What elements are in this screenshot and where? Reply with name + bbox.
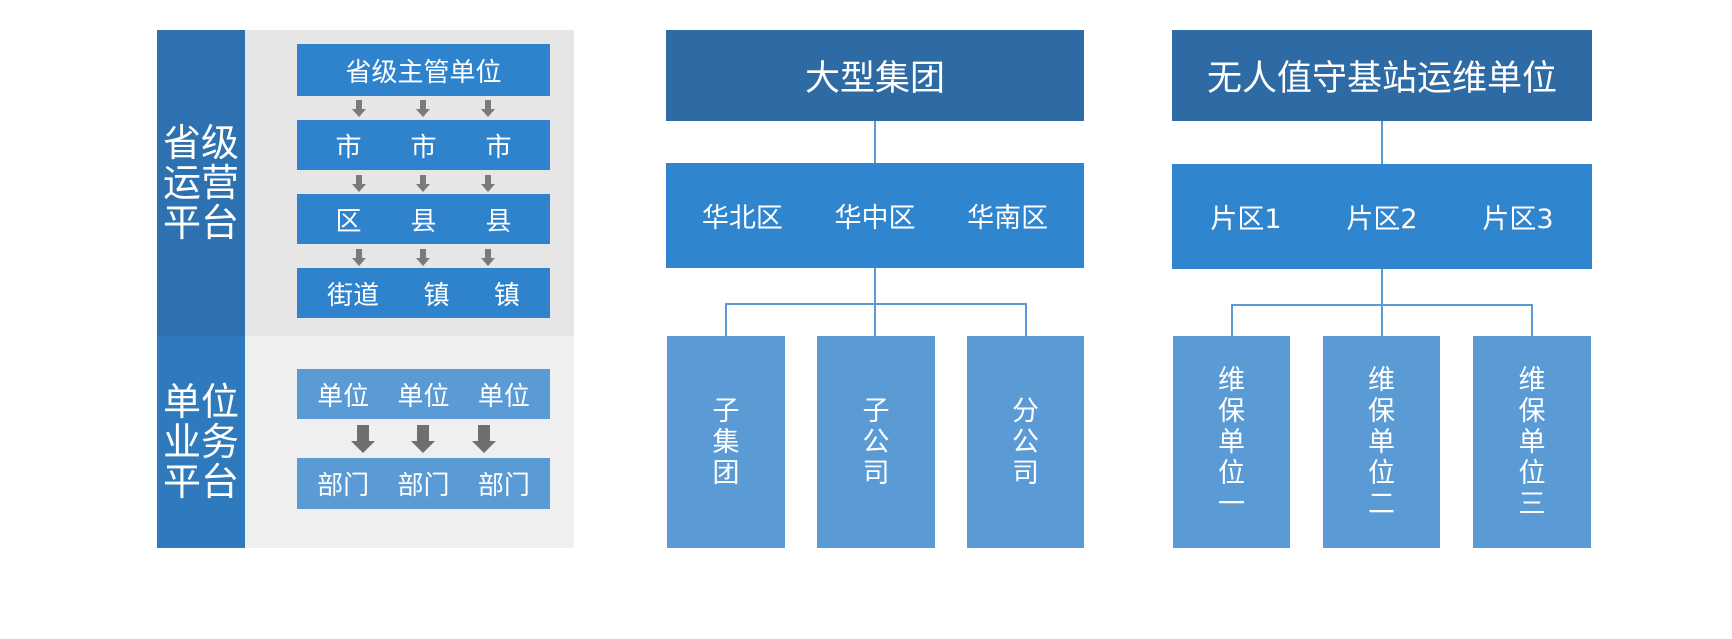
group-title-box: 大型集团 xyxy=(666,30,1084,121)
department-label: 部门 xyxy=(397,471,450,501)
street-row: 街道 镇 镇 xyxy=(297,268,550,318)
connector-line xyxy=(1231,304,1533,306)
city-label: 市 xyxy=(485,132,512,163)
county-label: 县 xyxy=(485,206,512,237)
subsidiary-group-box: 子 集 团 xyxy=(667,336,785,548)
arrow-row xyxy=(297,249,550,266)
department-row: 部门 部门 部门 xyxy=(297,458,550,509)
zone-label: 片区1 xyxy=(1210,204,1282,235)
connector-line xyxy=(1381,269,1383,336)
subsidiary-company-box: 子 公 司 xyxy=(817,336,935,548)
maintenance-unit-two-box: 维 保 单 位 二 xyxy=(1323,336,1440,548)
maintenance-unit-one-box: 维 保 单 位 一 xyxy=(1173,336,1290,548)
street-label: 街道 xyxy=(327,280,380,311)
county-label: 县 xyxy=(410,206,437,237)
arrow-row xyxy=(297,175,550,192)
provincial-platform-label: 省级 运营 平台 xyxy=(157,30,245,336)
town-label: 镇 xyxy=(423,280,450,311)
arrow-row xyxy=(297,100,550,117)
arrow-row xyxy=(297,425,550,453)
connector-line xyxy=(1025,303,1027,336)
city-label: 市 xyxy=(410,132,437,163)
department-label: 部门 xyxy=(477,471,530,501)
region-label: 华南区 xyxy=(967,203,1049,234)
connector-line xyxy=(1231,304,1233,336)
province-authority-box: 省级主管单位 xyxy=(297,44,550,96)
district-label: 区 xyxy=(335,206,362,237)
station-title-box: 无人值守基站运维单位 xyxy=(1172,30,1592,121)
district-row: 区 县 县 xyxy=(297,194,550,244)
connector-line xyxy=(1531,304,1533,336)
zone-label: 片区3 xyxy=(1482,204,1554,235)
region-label: 华北区 xyxy=(701,203,783,234)
city-row: 市 市 市 xyxy=(297,120,550,170)
zone-row: 片区1 片区2 片区3 xyxy=(1172,164,1592,269)
branch-company-box: 分 公 司 xyxy=(967,336,1084,548)
department-label: 部门 xyxy=(317,471,370,501)
town-label: 镇 xyxy=(493,280,520,311)
unit-label: 单位 xyxy=(397,381,450,412)
connector-line xyxy=(725,303,727,336)
unit-label: 单位 xyxy=(317,381,370,412)
connector-line xyxy=(725,303,1027,305)
connector-line xyxy=(1381,121,1383,164)
connector-line xyxy=(874,121,876,163)
unit-row: 单位 单位 单位 xyxy=(297,369,550,419)
unit-platform-label: 单位 业务 平台 xyxy=(157,336,245,548)
region-row: 华北区 华中区 华南区 xyxy=(666,163,1084,268)
connector-line xyxy=(874,268,876,336)
unit-label: 单位 xyxy=(477,381,530,412)
zone-label: 片区2 xyxy=(1346,204,1418,235)
maintenance-unit-three-box: 维 保 单 位 三 xyxy=(1473,336,1591,548)
city-label: 市 xyxy=(335,132,362,163)
region-label: 华中区 xyxy=(834,203,916,234)
